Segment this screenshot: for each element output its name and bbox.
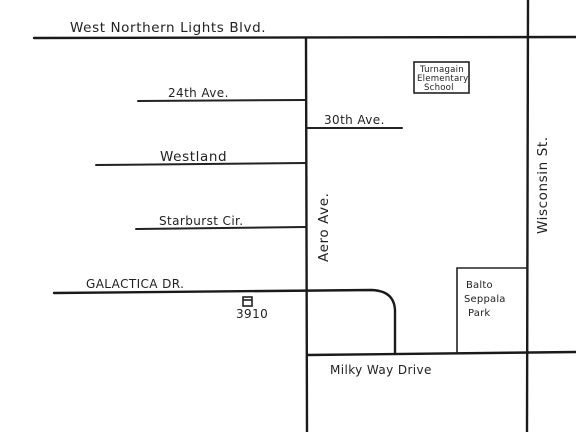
label-aero-ave: Aero Ave. <box>316 192 332 262</box>
road-galactica-dr <box>52 288 397 356</box>
road-starburst-cir <box>135 226 307 230</box>
road-24th-ave <box>137 99 307 102</box>
label-school-line-1: Turnagain <box>419 65 464 75</box>
label-park-line-3: Park <box>468 308 490 319</box>
label-westland: Westland <box>160 149 227 165</box>
house-marker <box>242 296 253 307</box>
label-galactica-dr: GALACTICA DR. <box>86 277 184 291</box>
label-park-line-1: Balto <box>466 280 493 291</box>
road-aero-ave <box>304 36 309 432</box>
road-westland <box>95 162 307 166</box>
label-school-line-2: Elementary <box>417 74 468 84</box>
road-milky-way-drive <box>305 350 576 357</box>
label-school-line-3: School <box>424 83 454 93</box>
label-24th-ave: 24th Ave. <box>168 86 229 100</box>
label-house-number: 3910 <box>236 307 268 321</box>
label-milky-way-drive: Milky Way Drive <box>330 363 432 377</box>
label-wisconsin-st: Wisconsin St. <box>535 136 551 234</box>
road-wisconsin-st <box>525 0 530 432</box>
park-outline <box>456 267 528 353</box>
label-30th-ave: 30th Ave. <box>324 113 385 127</box>
label-west-northern-lights: West Northern Lights Blvd. <box>70 20 266 36</box>
label-starburst-cir: Starburst Cir. <box>159 214 244 228</box>
school-box <box>413 61 470 94</box>
label-park-line-2: Seppala <box>464 294 506 305</box>
